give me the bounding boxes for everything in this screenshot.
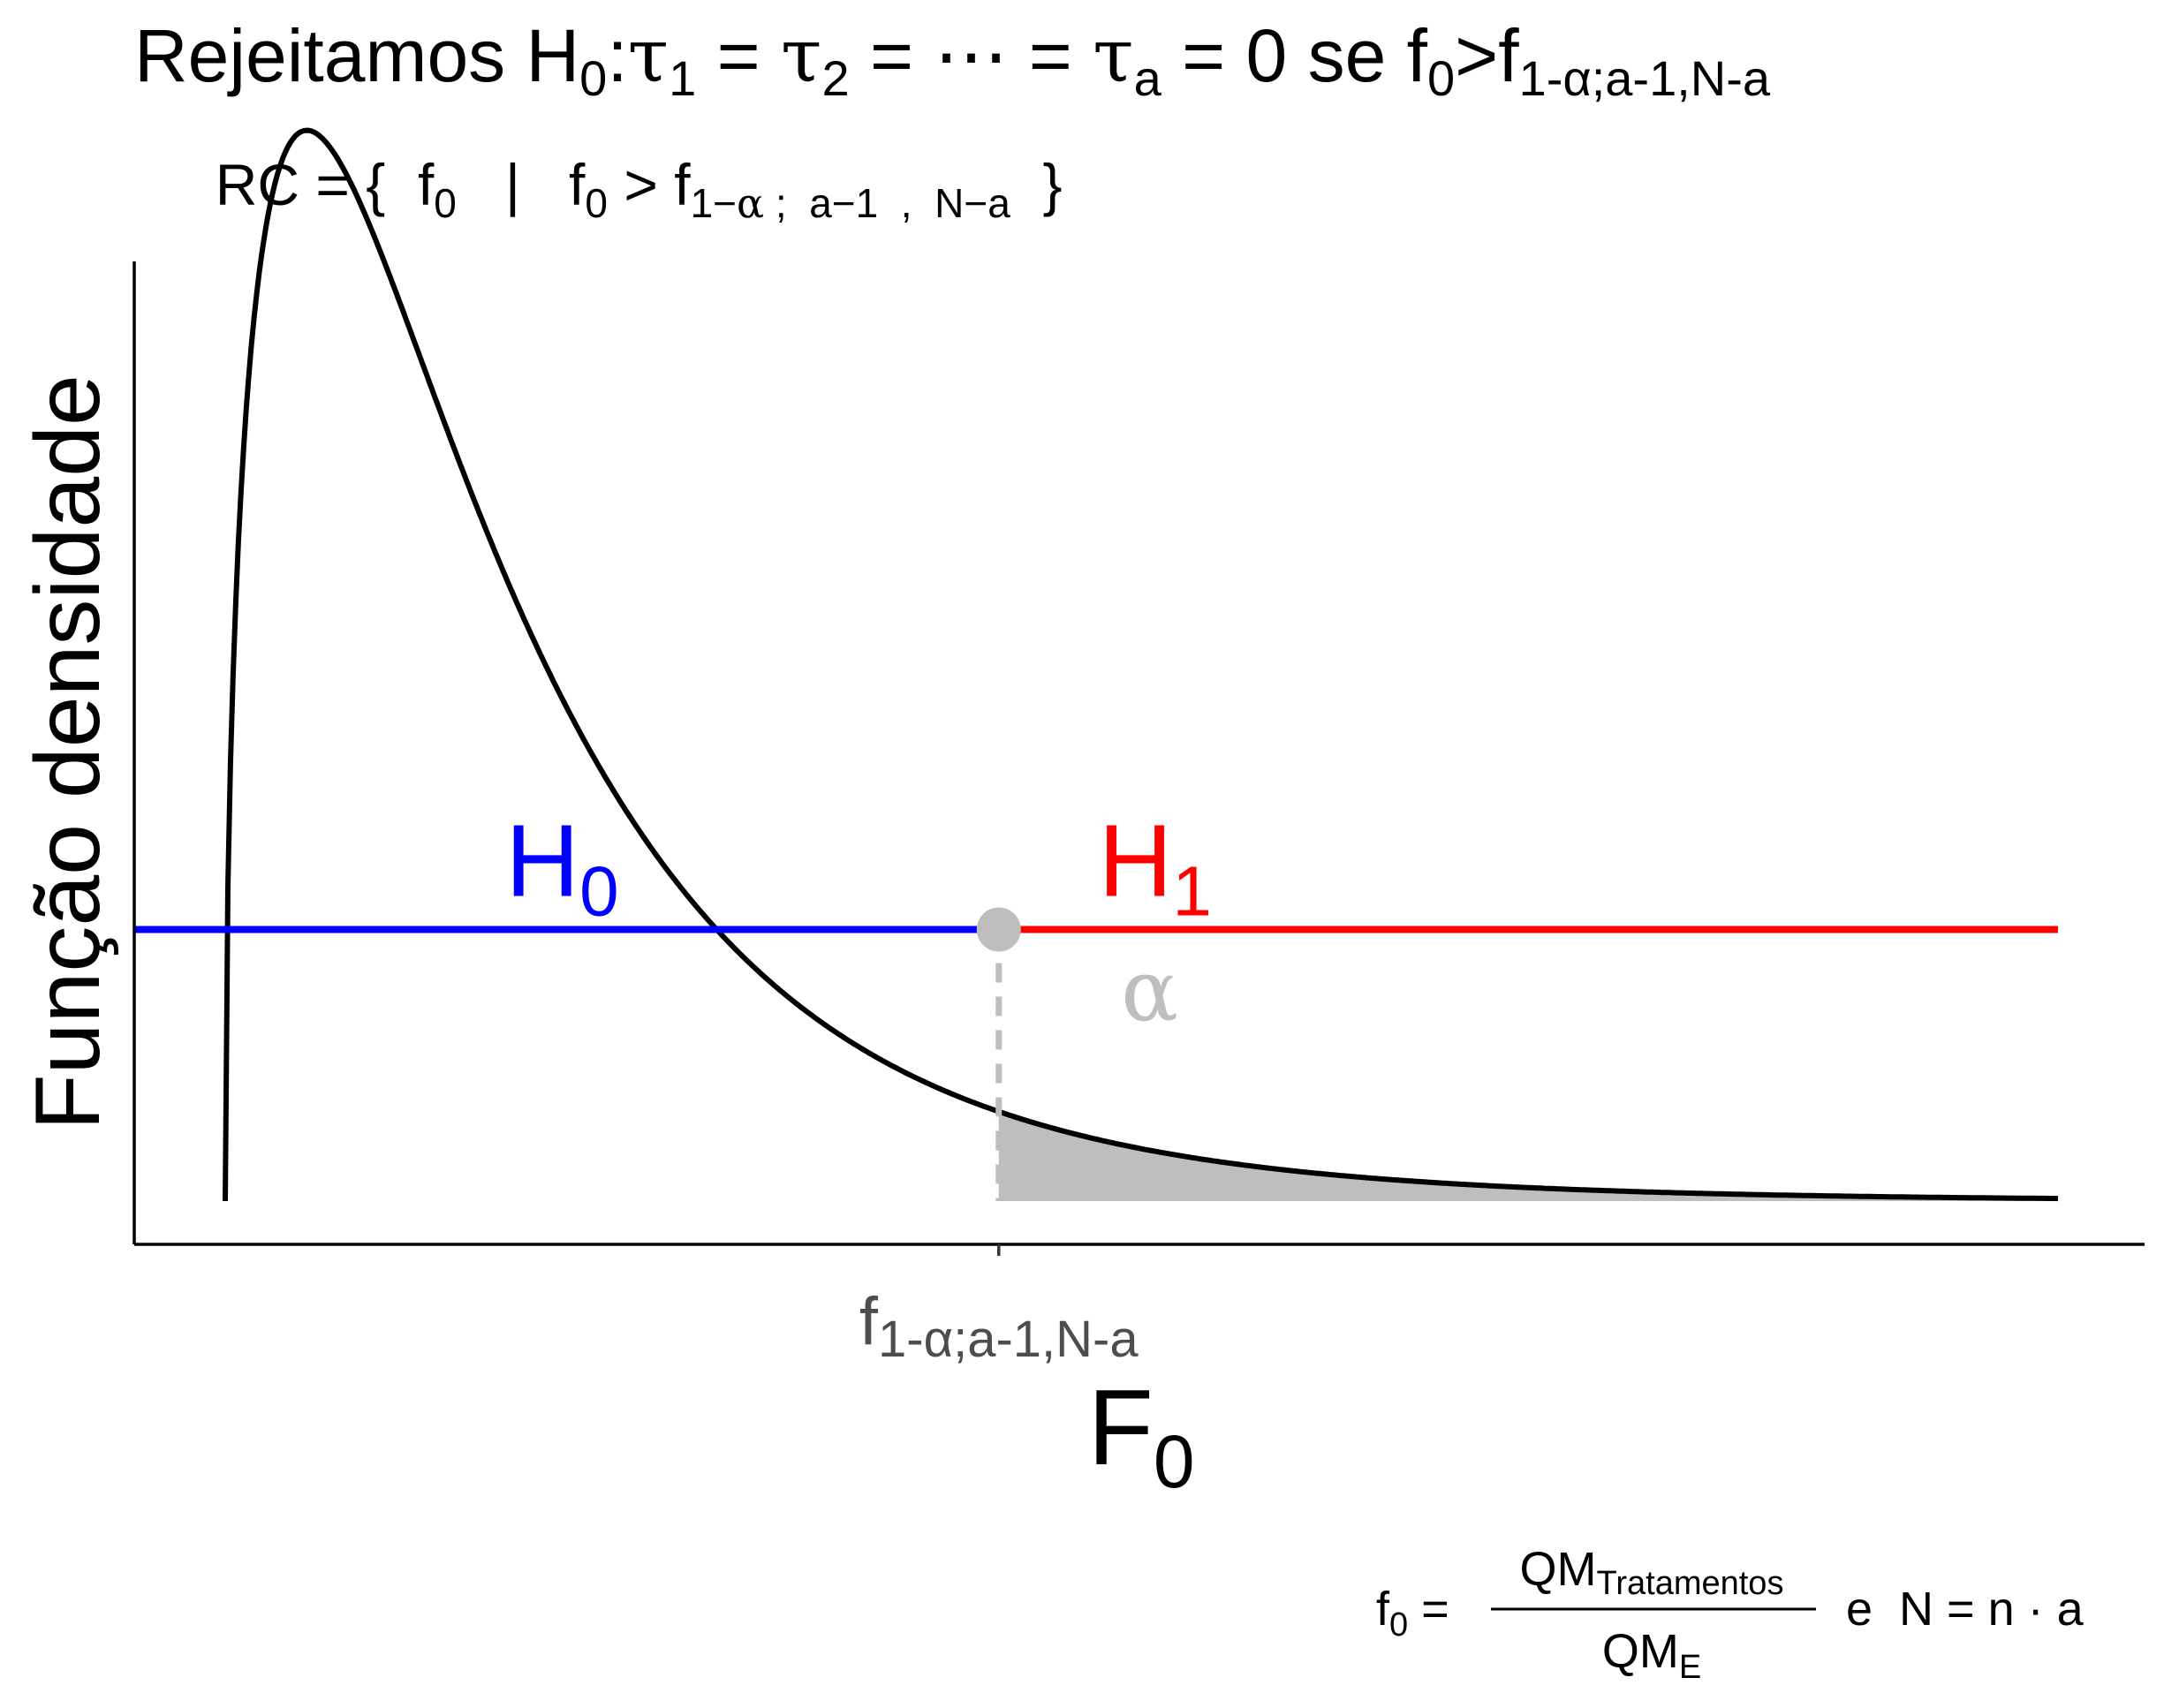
alpha-label: α: [1121, 941, 1178, 1040]
caption-f0: f0 =: [1376, 1583, 1449, 1644]
h0-label: H0: [505, 804, 618, 931]
caption-denominator: QME: [1602, 1625, 1701, 1686]
chart-subtitle: RC = { f0 | f0 > f1−α ; a−1 , N−a }: [134, 152, 1111, 227]
caption-tail: e N = n · a: [1846, 1583, 2085, 1636]
critical-point: [976, 907, 1021, 952]
chart-title: Rejeitamos H0:τ1 = τ2 = ⋯ = τa = 0 se f0…: [134, 12, 1771, 106]
density-curve: [223, 127, 2059, 1202]
caption-numerator: QMTratamentos: [1520, 1543, 1784, 1602]
x-axis-label: F0: [1087, 1367, 1194, 1503]
plot-area: H0 H1 α: [134, 127, 2059, 1202]
y-axis-label: Função densidade: [17, 374, 119, 1130]
h1-label: H1: [1099, 804, 1212, 931]
alpha-region: [998, 1111, 2058, 1201]
caption-formula: f0 = QMTratamentos QME e N = n · a: [1376, 1543, 2085, 1686]
x-tick-label: f1-α;a-1,N-a: [859, 1284, 1139, 1368]
